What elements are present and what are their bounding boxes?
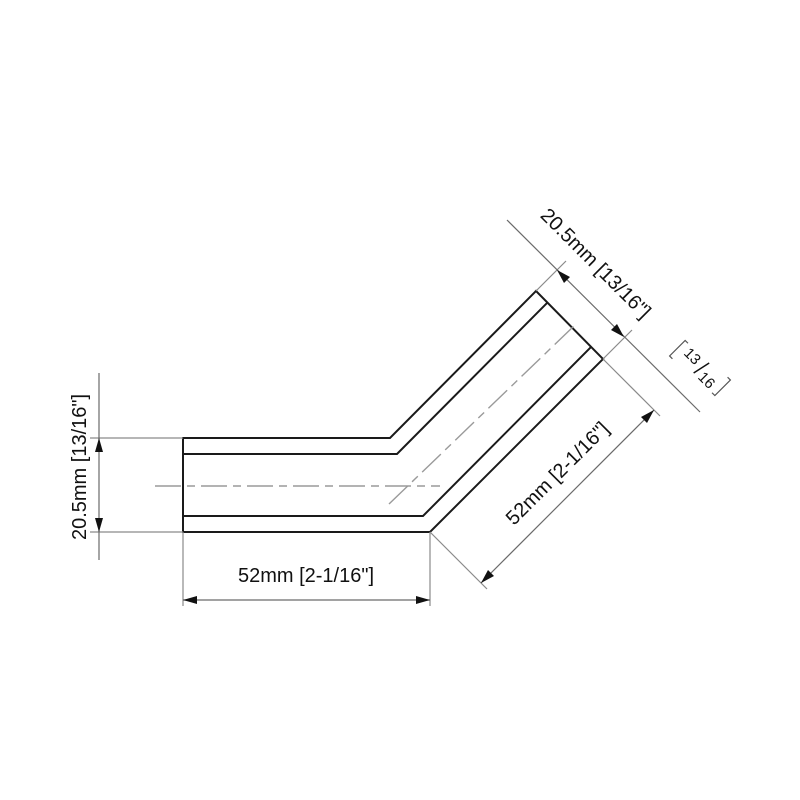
arrow-down-left-icon — [481, 570, 494, 583]
outer-top-edge — [182, 289, 538, 439]
bottom-length-label: 52mm [2-1/16"] — [238, 565, 374, 587]
arrow-right-icon — [416, 596, 430, 604]
arrow-up-right-icon — [641, 410, 654, 423]
bracket-left — [668, 339, 689, 360]
inner-top-edge — [182, 301, 549, 455]
right-end-cap — [534, 289, 605, 361]
fraction-numerator: 13 — [680, 345, 704, 369]
arrow-up-left-icon — [557, 270, 570, 283]
end-width-label: 20.5mm [13/16"] — [536, 204, 655, 323]
fraction-slash — [693, 362, 710, 374]
arrow-up-icon — [95, 438, 103, 452]
fraction-callout: 13 16 — [668, 339, 732, 397]
extension-line-upper — [602, 358, 661, 417]
arrow-left-icon — [183, 596, 197, 604]
bracket-right — [711, 376, 732, 397]
diagonal-centerline — [388, 323, 577, 505]
left-height-dimension: 20.5mm [13/16"] — [69, 373, 183, 560]
diagonal-length-label: 52mm [2-1/16"] — [502, 418, 614, 530]
extension-line-top — [535, 260, 567, 292]
extension-line-lower — [429, 531, 488, 590]
arrow-down-icon — [95, 518, 103, 532]
dimension-line — [506, 219, 701, 413]
arrow-down-right-icon — [611, 324, 624, 337]
inner-bottom-edge — [182, 346, 592, 517]
extension-line-bottom — [602, 329, 633, 360]
dimension-line — [480, 409, 655, 584]
left-height-label: 20.5mm [13/16"] — [69, 394, 91, 540]
bottom-length-dimension: 52mm [2-1/16"] — [182, 532, 431, 606]
part-outline — [182, 289, 605, 533]
centerlines — [155, 323, 577, 505]
fraction-denominator: 16 — [694, 369, 718, 393]
